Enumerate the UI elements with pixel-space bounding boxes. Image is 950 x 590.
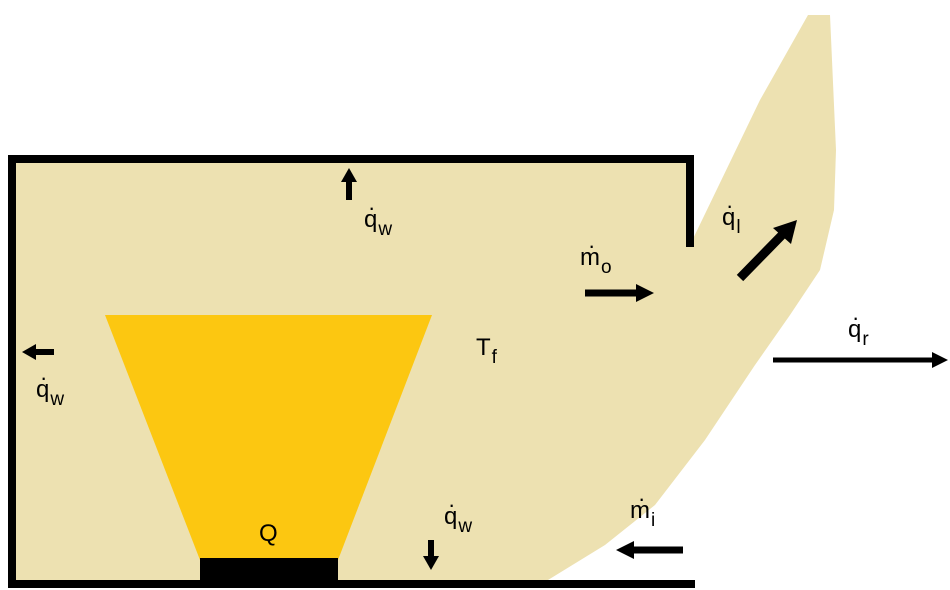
fuel-source [200, 558, 338, 584]
label-ql: ·ql [722, 193, 741, 238]
arrow-qw-top [341, 168, 357, 200]
label-qw-left: ·qw [36, 365, 65, 410]
label-tf: Tf [476, 334, 497, 368]
label-qw-top: ·qw [364, 195, 393, 240]
arrow-qw-bottom [423, 540, 439, 570]
arrow-ql [736, 220, 797, 282]
label-heat-release-q: Q [259, 520, 278, 547]
arrow-qw-left [22, 344, 54, 360]
compartment-wall [8, 155, 695, 588]
fire-flame [105, 315, 432, 560]
arrow-qr [773, 352, 948, 368]
arrow-mo [585, 284, 654, 302]
label-mi: ·mi [630, 486, 656, 531]
label-qw-bottom: ·qw [444, 492, 473, 537]
label-mo: ·mo [580, 233, 612, 278]
arrow-mi [616, 541, 683, 559]
hot-gas-region [12, 15, 836, 580]
label-qr: ·qr [848, 305, 869, 350]
